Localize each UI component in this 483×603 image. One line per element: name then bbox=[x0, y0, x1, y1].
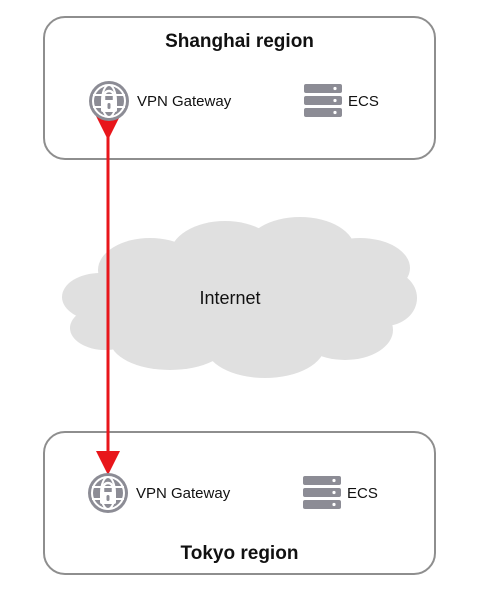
ecs-shanghai: ECS bbox=[304, 84, 379, 118]
internet-label: Internet bbox=[199, 288, 261, 308]
server-icon bbox=[303, 476, 341, 509]
ecs-tokyo: ECS bbox=[303, 476, 378, 510]
server-icon bbox=[304, 84, 342, 117]
region-title-shanghai: Shanghai region bbox=[165, 31, 314, 52]
vpn-gateway-tokyo: VPN Gateway bbox=[86, 471, 230, 515]
globe-lock-icon bbox=[88, 473, 128, 513]
region-title-tokyo: Tokyo region bbox=[180, 543, 299, 564]
vpn-gateway-shanghai: VPN Gateway bbox=[87, 79, 231, 123]
globe-lock-icon bbox=[89, 81, 129, 121]
ecs-label: ECS bbox=[348, 92, 379, 110]
ecs-label: ECS bbox=[347, 484, 378, 502]
vpn-gateway-label: VPN Gateway bbox=[136, 484, 231, 502]
vpn-gateway-label: VPN Gateway bbox=[137, 92, 232, 110]
